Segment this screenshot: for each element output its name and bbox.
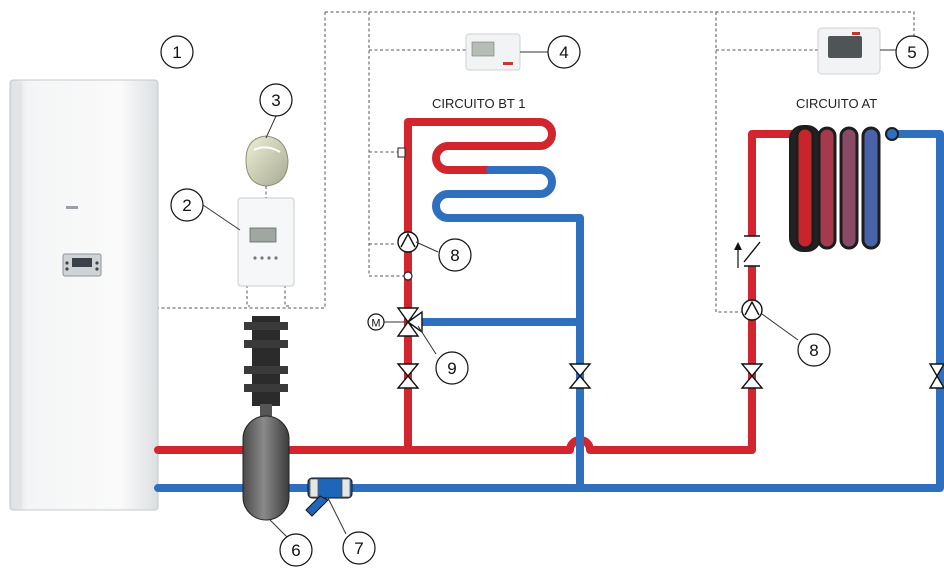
callout-9: 9 bbox=[435, 351, 469, 385]
svg-text:9: 9 bbox=[447, 359, 456, 378]
control-panel bbox=[237, 197, 295, 287]
radiator-return-connector-icon bbox=[885, 127, 899, 141]
boiler-unit bbox=[9, 79, 159, 511]
shutoff-valve-at-supply bbox=[740, 363, 764, 389]
mixing-valve: M bbox=[367, 307, 423, 337]
svg-text:5: 5 bbox=[907, 43, 916, 62]
callout-2: 2 bbox=[170, 188, 204, 222]
shutoff-valve-bt1-supply bbox=[396, 363, 420, 389]
callout-8-bt1: 8 bbox=[438, 238, 472, 272]
outdoor-sensor bbox=[245, 135, 289, 187]
safety-thermostat-icon bbox=[403, 271, 413, 281]
callout-8-at: 8 bbox=[797, 333, 831, 367]
svg-text:8: 8 bbox=[450, 246, 459, 265]
main-return-pipe bbox=[154, 130, 944, 492]
shutoff-valve-bt1-return bbox=[568, 363, 592, 389]
svg-text:4: 4 bbox=[559, 43, 568, 62]
svg-text:6: 6 bbox=[291, 541, 300, 560]
callout-4: 4 bbox=[547, 35, 581, 69]
svg-text:7: 7 bbox=[354, 539, 363, 558]
callout-3: 3 bbox=[259, 83, 293, 117]
control-wiring bbox=[158, 11, 915, 321]
circuit-at-label: CIRCUITO AT bbox=[796, 96, 877, 111]
svg-text:3: 3 bbox=[271, 91, 280, 110]
radiator bbox=[789, 125, 899, 252]
circulator-pump-at bbox=[741, 299, 763, 321]
svg-text:2: 2 bbox=[182, 196, 191, 215]
callout-6: 6 bbox=[279, 533, 313, 567]
shutoff-valve-at-return bbox=[928, 363, 944, 389]
y-strainer bbox=[305, 477, 353, 517]
svg-text:1: 1 bbox=[172, 43, 181, 62]
motor-label: M bbox=[371, 318, 380, 330]
circulator-pump-bt1 bbox=[397, 231, 419, 253]
flow-direction-arrow-icon bbox=[734, 242, 742, 250]
svg-text:8: 8 bbox=[809, 341, 818, 360]
callout-leaders bbox=[202, 49, 896, 541]
flow-sensor-icon bbox=[397, 147, 406, 158]
bt1-supply-pipe bbox=[404, 118, 556, 454]
remote-control bbox=[817, 27, 881, 75]
callout-7: 7 bbox=[342, 531, 376, 565]
hydraulic-separator bbox=[242, 316, 290, 521]
callout-5: 5 bbox=[895, 35, 929, 69]
brand-logo bbox=[66, 206, 78, 209]
check-valve bbox=[734, 235, 761, 268]
motor-actuator-icon bbox=[367, 313, 385, 331]
bt1-return-pipe bbox=[412, 166, 584, 492]
room-thermostat bbox=[465, 33, 521, 71]
circuit-bt1-label: CIRCUITO BT 1 bbox=[432, 96, 525, 111]
callout-1: 1 bbox=[160, 35, 194, 69]
